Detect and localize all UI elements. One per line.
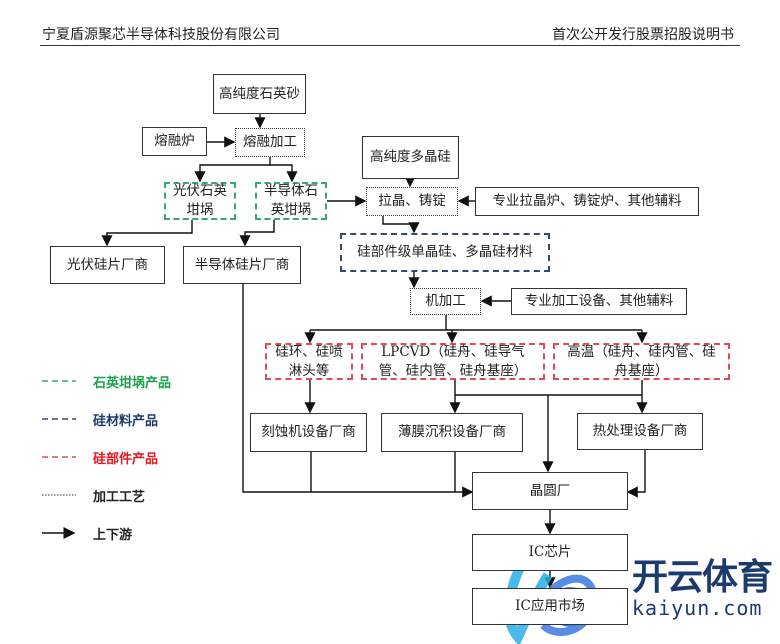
legend-quartz-crucible: 石英坩埚产品 (93, 376, 172, 391)
legend-silicon-parts: 硅部件产品 (93, 452, 159, 467)
node-pulling-equipment: 专业拉晶炉、铸锭炉、其他辅料 (475, 187, 699, 216)
node-melting-process: 熔融加工 (235, 128, 305, 157)
node-polysilicon: 高纯度多晶硅 (362, 136, 459, 179)
legend-silicon-material: 硅材料产品 (93, 414, 159, 429)
node-semi-wafer-maker: 半导体硅片厂商 (183, 246, 301, 284)
node-melting-furnace: 熔融炉 (142, 127, 207, 156)
node-heat-maker: 热处理设备厂商 (577, 413, 703, 450)
header-doc-title: 首次公开发行股票招股说明书 (552, 27, 734, 43)
node-machining: 机加工 (410, 288, 481, 315)
node-machining-equipment: 专业加工设备、其他辅料 (511, 288, 687, 315)
node-semi-crucible: 半导体石英坩埚 (255, 182, 327, 220)
node-pv-crucible: 光伏石英坩埚 (164, 182, 236, 220)
header-rule (40, 45, 740, 46)
watermark-en: kaiyun.com (632, 596, 763, 620)
node-wafer-fab: 晶圆厂 (472, 472, 628, 510)
node-ic-market: IC应用市场 (472, 588, 628, 625)
legend-process: 加工工艺 (93, 490, 146, 505)
watermark-cn: 开云体育 (632, 557, 773, 598)
node-high-temp-parts: 高温（硅舟、硅内管、硅舟基座） (553, 343, 730, 380)
node-quartz-sand: 高纯度石英砂 (213, 74, 306, 114)
node-crystal-pulling: 拉晶、铸锭 (366, 187, 458, 216)
node-pv-wafer-maker: 光伏硅片厂商 (50, 246, 165, 284)
header-company: 宁夏盾源聚芯半导体科技股份有限公司 (42, 27, 280, 43)
node-silicon-material: 硅部件级单晶硅、多晶硅材料 (340, 233, 550, 272)
node-ic-chip: IC芯片 (472, 534, 628, 571)
node-ring-parts: 硅环、硅喷淋头等 (265, 343, 353, 380)
node-etch-maker: 刻蚀机设备厂商 (250, 413, 367, 452)
node-lpcvd-parts: LPCVD（硅舟、硅导气管、硅内管、硅舟基座） (361, 343, 545, 380)
legend-lines (42, 380, 76, 539)
node-deposition-maker: 薄膜沉积设备厂商 (381, 413, 523, 452)
legend-upstream-downstream: 上下游 (93, 528, 133, 543)
